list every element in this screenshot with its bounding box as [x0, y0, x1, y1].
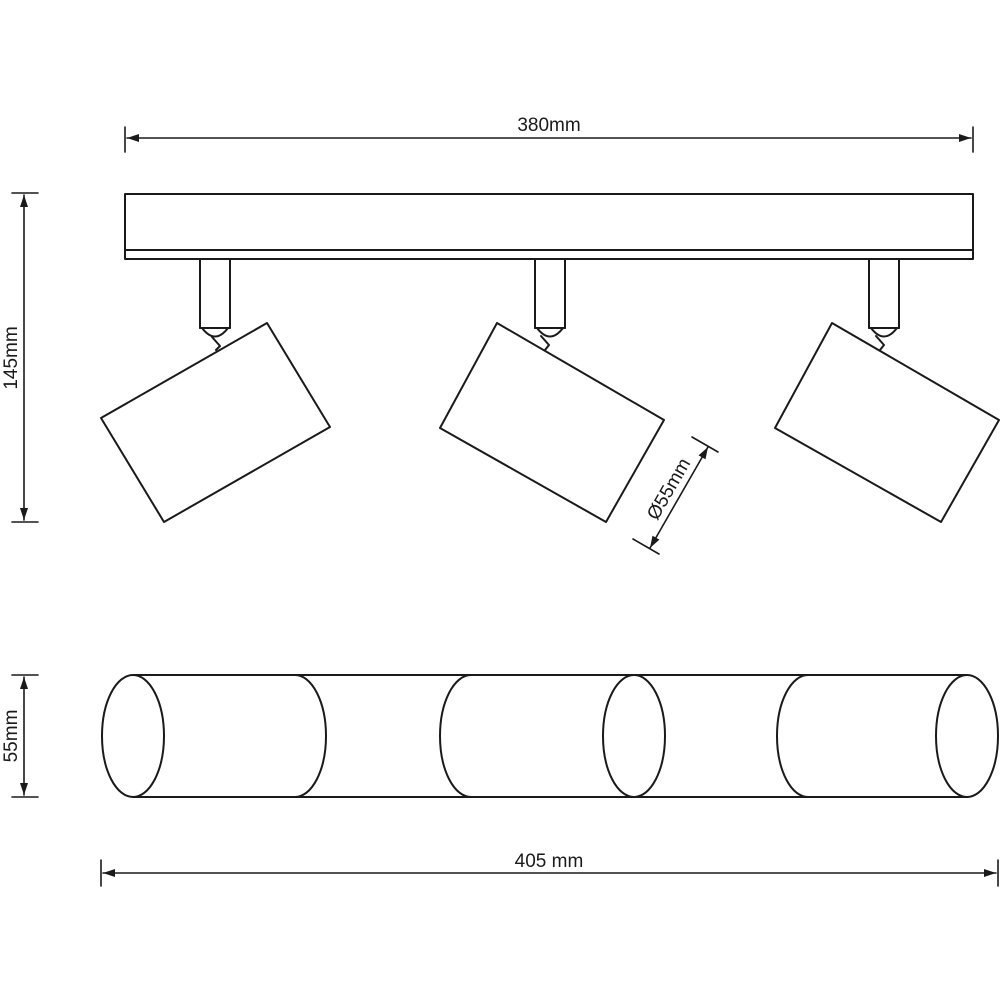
side-view-end-middle [602, 674, 666, 798]
side-view-joint-1 [294, 674, 327, 798]
dimension-diameter: Ø55mm [632, 436, 719, 555]
dimension-bottom-width: 405 mm [100, 851, 999, 887]
side-view [101, 674, 999, 798]
spotlight-1-stem [199, 259, 231, 351]
ceiling-base-plate [124, 193, 974, 260]
dimension-height-label: 145mm [1, 326, 22, 389]
dimension-height: 145mm [1, 192, 39, 523]
side-view-joint-2 [439, 674, 472, 798]
side-view-end-left [101, 674, 165, 798]
spotlight-3-stem [868, 259, 900, 351]
dimension-side-height: 55mm [1, 674, 39, 798]
spotlight-2 [439, 259, 665, 523]
spotlight-3 [774, 259, 1000, 523]
side-view-end-right [935, 674, 999, 798]
dimension-top-width-label: 380mm [517, 115, 580, 136]
spotlight-2-stem [534, 259, 566, 351]
spotlight-1 [100, 259, 331, 523]
side-view-joint-3 [776, 674, 809, 798]
spotlight-3-shade [774, 322, 1000, 523]
dimension-side-height-label: 55mm [1, 710, 22, 763]
spotlight-1-shade [100, 322, 331, 523]
dimension-bottom-width-label: 405 mm [515, 851, 584, 872]
dimension-top-width: 380mm [124, 115, 974, 153]
spotlight-2-shade [439, 322, 665, 523]
